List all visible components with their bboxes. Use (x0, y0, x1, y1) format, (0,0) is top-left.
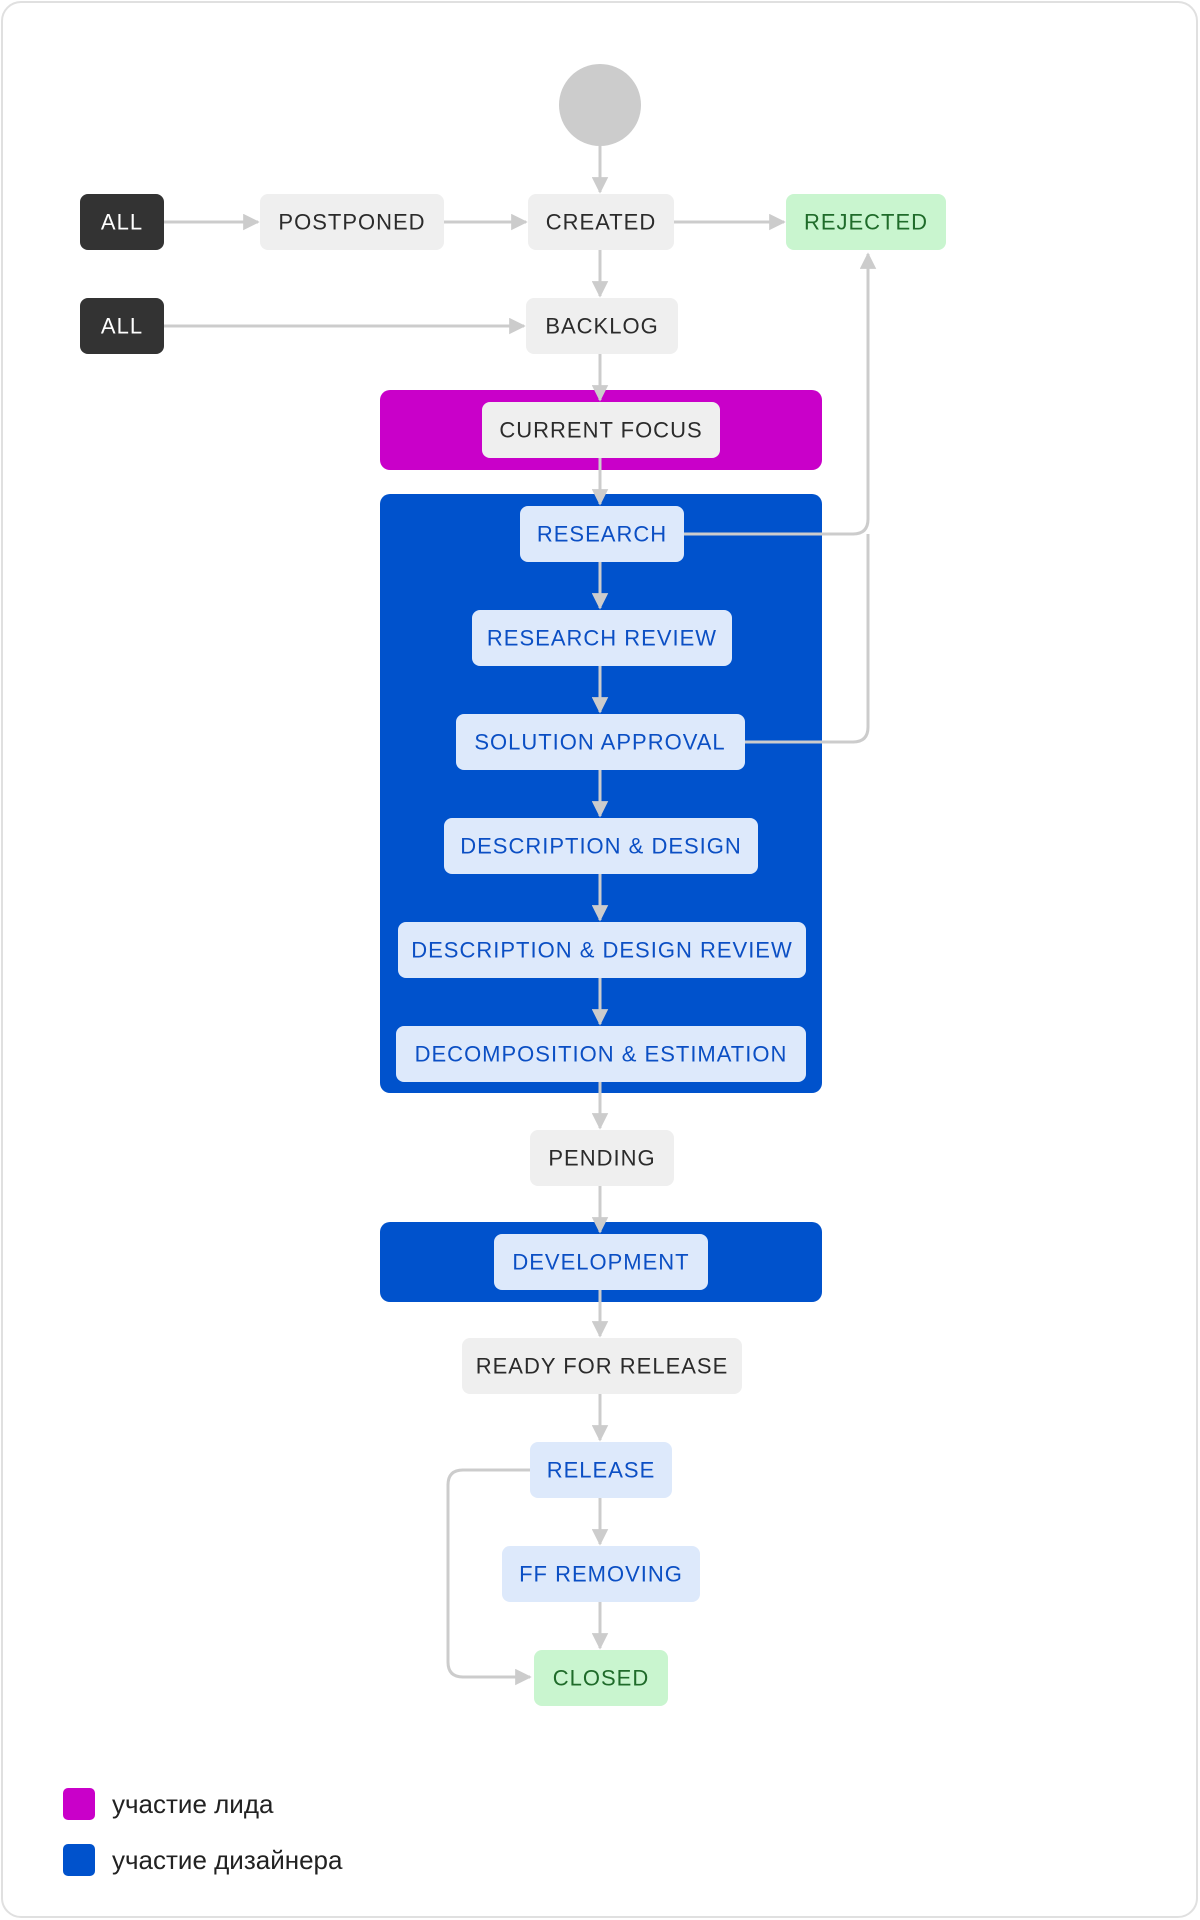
legend-label-designer: участие дизайнера (112, 1844, 343, 1875)
connector-release-closed (446, 1468, 532, 1686)
node-decomposition-estimation: DECOMPOSITION & ESTIMATION (396, 1026, 806, 1082)
connector-research-rejected (684, 252, 877, 536)
node-current-focus: CURRENT FOCUS (482, 402, 720, 458)
node-all-1: ALL (80, 194, 164, 250)
node-postponed-label: POSTPONED (278, 210, 425, 235)
node-research: RESEARCH (520, 506, 684, 562)
node-closed-label: CLOSED (553, 1666, 649, 1691)
node-current-focus-label: CURRENT FOCUS (499, 418, 702, 443)
node-decomposition-estimation-label: DECOMPOSITION & ESTIMATION (415, 1042, 788, 1067)
start-circle (559, 64, 641, 146)
node-postponed: POSTPONED (260, 194, 444, 250)
node-research-review-label: RESEARCH REVIEW (487, 626, 717, 651)
node-pending-label: PENDING (548, 1146, 655, 1171)
node-release-label: RELEASE (547, 1458, 656, 1483)
connectors (164, 146, 877, 1686)
node-description-design-label: DESCRIPTION & DESIGN (460, 834, 742, 859)
node-description-design: DESCRIPTION & DESIGN (444, 818, 758, 874)
node-ff-removing-label: FF REMOVING (519, 1562, 683, 1587)
node-created-label: CREATED (546, 210, 657, 235)
node-backlog-label: BACKLOG (545, 314, 658, 339)
node-description-design-review-label: DESCRIPTION & DESIGN REVIEW (411, 938, 793, 963)
node-description-design-review: DESCRIPTION & DESIGN REVIEW (398, 922, 806, 978)
node-closed: CLOSED (534, 1650, 668, 1706)
node-rejected-label: REJECTED (804, 210, 928, 235)
legend-swatch-lead (63, 1788, 95, 1820)
node-created: CREATED (528, 194, 674, 250)
node-ready-for-release: READY FOR RELEASE (462, 1338, 742, 1394)
node-development-label: DEVELOPMENT (512, 1250, 689, 1275)
legend-item-lead: участие лида (63, 1788, 273, 1820)
node-all-2-label: ALL (101, 314, 143, 339)
node-solution-approval: SOLUTION APPROVAL (456, 714, 745, 770)
node-pending: PENDING (530, 1130, 674, 1186)
node-all-2: ALL (80, 298, 164, 354)
node-development: DEVELOPMENT (494, 1234, 708, 1290)
node-research-label: RESEARCH (537, 522, 667, 547)
node-ff-removing: FF REMOVING (502, 1546, 700, 1602)
node-solution-approval-label: SOLUTION APPROVAL (474, 730, 725, 755)
node-all-1-label: ALL (101, 210, 143, 235)
legend-item-designer: участие дизайнера (63, 1844, 342, 1876)
node-backlog: BACKLOG (526, 298, 678, 354)
legend-swatch-designer (63, 1844, 95, 1876)
node-rejected: REJECTED (786, 194, 946, 250)
connector-solution-approval-rejected (745, 534, 870, 744)
node-release: RELEASE (530, 1442, 672, 1498)
node-research-review: RESEARCH REVIEW (472, 610, 732, 666)
node-ready-for-release-label: READY FOR RELEASE (476, 1354, 729, 1379)
legend-label-lead: участие лида (112, 1788, 274, 1819)
